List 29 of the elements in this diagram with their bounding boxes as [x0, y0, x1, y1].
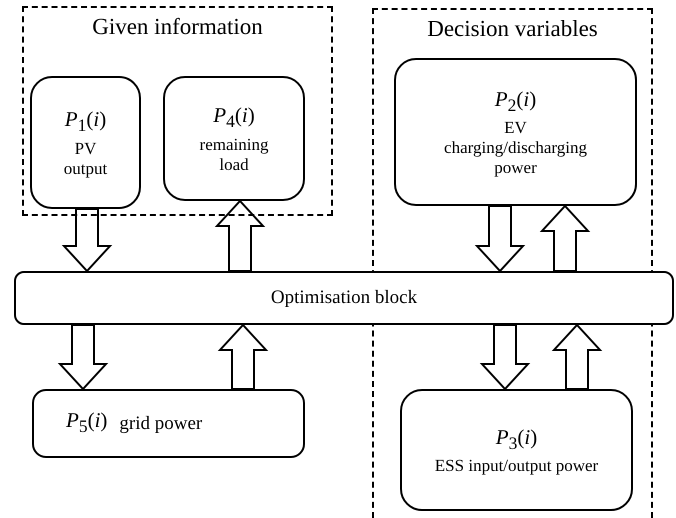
variable-symbol: P$_{1}$(i)	[64, 106, 106, 138]
box-label: ESS input/output power	[434, 456, 598, 476]
block-arrow	[214, 200, 266, 272]
process-block	[14, 271, 674, 325]
block-arrow	[62, 208, 112, 272]
dashed-group-frame	[372, 8, 653, 518]
box-label: remaining load	[198, 134, 270, 175]
block-arrow	[58, 324, 108, 390]
group-title: Given information	[92, 14, 263, 40]
rounded-box	[400, 389, 633, 511]
rounded-box	[32, 389, 305, 458]
rounded-box	[163, 76, 305, 201]
rounded-box	[394, 58, 637, 206]
dashed-group-frame	[22, 6, 333, 216]
box-label: grid power	[119, 414, 202, 434]
variable-symbol: P$_{4}$(i)	[213, 102, 255, 134]
group-title: Decision variables	[427, 16, 598, 42]
variable-symbol: P$_{3}$(i)	[496, 424, 538, 456]
variable-symbol: P$_{5}$(i)	[66, 407, 108, 439]
box-label: Optimisation block	[270, 288, 418, 308]
block-arrow	[474, 205, 526, 272]
box-label: PV output	[62, 138, 108, 179]
variable-symbol: P$_{2}$(i)	[494, 86, 536, 118]
block-arrow	[480, 324, 530, 390]
box-label: EV charging/discharging power	[443, 118, 588, 178]
block-arrow	[540, 204, 590, 272]
block-arrow	[552, 324, 602, 390]
rounded-box	[30, 76, 141, 209]
block-arrow	[218, 324, 268, 390]
